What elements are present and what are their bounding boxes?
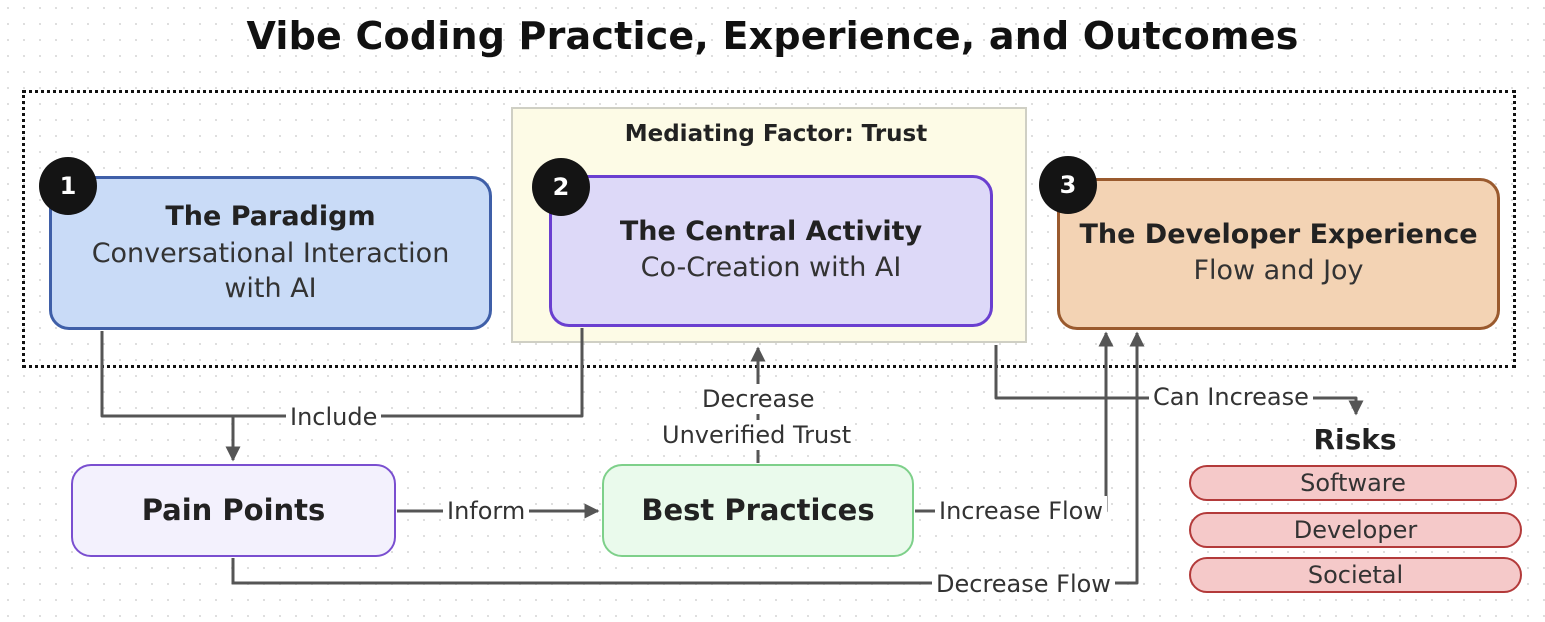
- node-pain-points: Pain Points: [71, 464, 396, 557]
- edge-paradigm-to-pain: [100, 331, 241, 462]
- node-central-title: The Central Activity: [619, 215, 923, 247]
- edge-label-inform: Inform: [443, 496, 530, 526]
- node-paradigm-title: The Paradigm: [165, 201, 376, 233]
- edge-label-include: Include: [286, 402, 382, 432]
- node-experience-subtitle: Flow and Joy: [1193, 255, 1364, 287]
- edge-label-can-increase: Can Increase: [1149, 382, 1313, 412]
- risk-software: Software: [1189, 465, 1517, 501]
- badge-2: 2: [532, 158, 590, 216]
- node-paradigm: The Paradigm Conversational Interaction …: [49, 176, 492, 330]
- node-pain-points-title: Pain Points: [141, 493, 326, 528]
- risk-developer: Developer: [1189, 512, 1522, 548]
- risk-societal: Societal: [1189, 557, 1522, 593]
- edge-decrease-flow: [231, 331, 1145, 585]
- risks-title: Risks: [1313, 423, 1397, 456]
- edge-label-increase-flow: Increase Flow: [935, 496, 1107, 526]
- node-central-subtitle: Co-Creation with AI: [640, 252, 902, 284]
- node-paradigm-subtitle-line2: with AI: [224, 273, 317, 305]
- node-paradigm-subtitle-line1: Conversational Interaction: [91, 238, 450, 270]
- trust-panel-label: Mediating Factor: Trust: [624, 121, 928, 147]
- edge-label-decrease-flow: Decrease Flow: [932, 569, 1115, 599]
- node-developer-experience: The Developer Experience Flow and Joy: [1057, 178, 1500, 330]
- edge-label-decrease-trust-line2: Unverified Trust: [658, 420, 856, 450]
- badge-3: 3: [1039, 156, 1097, 214]
- badge-1: 1: [39, 157, 97, 215]
- diagram-title: Vibe Coding Practice, Experience, and Ou…: [246, 14, 1299, 58]
- node-best-practices: Best Practices: [602, 464, 914, 557]
- node-experience-title: The Developer Experience: [1079, 218, 1478, 250]
- dotted-group-frame: [22, 90, 1516, 368]
- edge-increase-flow: [915, 331, 1114, 513]
- node-best-practices-title: Best Practices: [641, 493, 875, 528]
- edge-label-decrease-trust-line1: Decrease: [698, 384, 819, 414]
- node-central-activity: The Central Activity Co-Creation with AI: [549, 175, 993, 327]
